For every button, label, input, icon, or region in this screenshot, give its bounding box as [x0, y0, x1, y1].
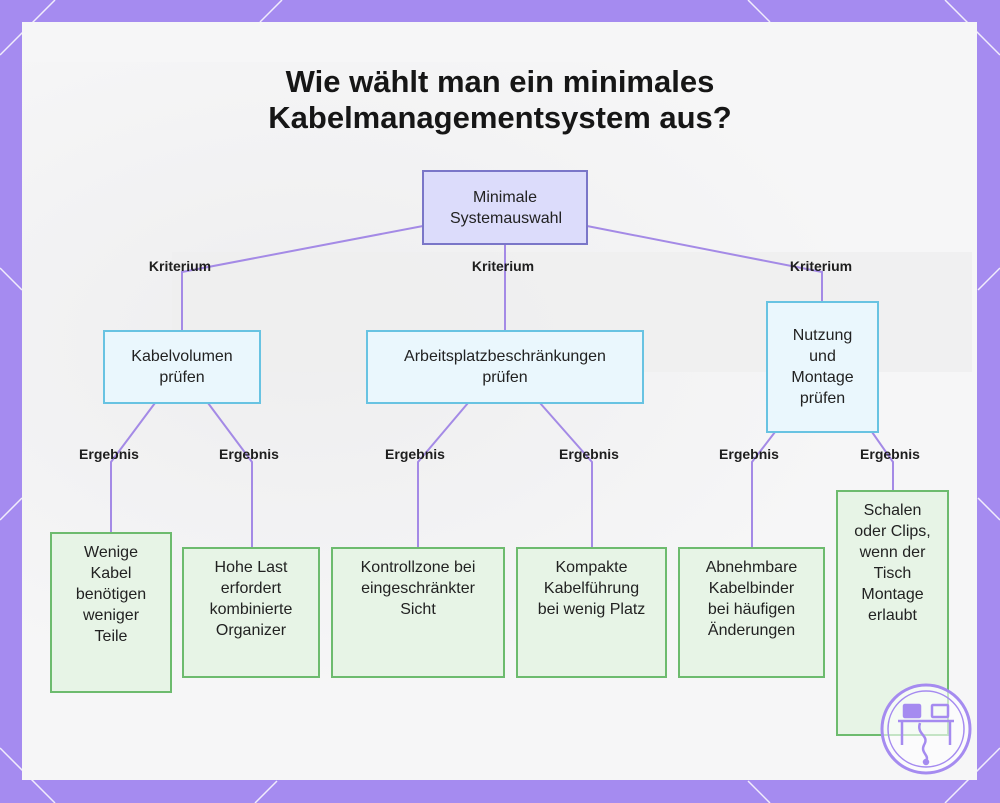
- edge-criterion-1-result-2: [207, 402, 253, 548]
- criterion-label: Arbeitsplatzbeschränkungen prüfen: [404, 348, 606, 386]
- edge-label-result-5: Ergebnis: [719, 446, 779, 462]
- edge-label-result-3: Ergebnis: [385, 446, 445, 462]
- edge-criterion-2-result-4: [539, 402, 593, 548]
- result-node-few-cables: Wenige Kabel benötigen weniger Teile: [50, 532, 172, 693]
- result-node-high-load: Hohe Last erfordert kombinierte Organize…: [182, 547, 320, 678]
- edge-root-criterion-1: [181, 225, 424, 331]
- edge-criterion-1-result-1: [110, 402, 156, 533]
- result-label: Wenige Kabel benötigen weniger Teile: [75, 544, 147, 645]
- criterion-node-usage-mounting: Nutzung und Montage prüfen: [766, 301, 879, 433]
- edge-label-criterion-3: Kriterium: [789, 258, 853, 274]
- criterion-node-workspace-limits: Arbeitsplatzbeschränkungen prüfen: [366, 330, 644, 404]
- edge-label-result-2: Ergebnis: [219, 446, 279, 462]
- edge-criterion-3-result-6: [871, 431, 894, 491]
- result-label: Abnehmbare Kabelbinder bei häufigen Ände…: [705, 559, 798, 639]
- desk-workspace-icon: [880, 683, 972, 775]
- edge-label-result-1: Ergebnis: [79, 446, 139, 462]
- root-node-label: Minimale Systemauswahl: [450, 188, 563, 227]
- criterion-label: Kabelvolumen prüfen: [131, 348, 233, 386]
- edge-label-result-6: Ergebnis: [860, 446, 920, 462]
- criterion-label: Nutzung und Montage prüfen: [791, 327, 854, 407]
- page-title: Wie wählt man ein minimales Kabelmanagem…: [0, 64, 1000, 136]
- result-node-compact-routing: Kompakte Kabelführung bei wenig Platz: [516, 547, 667, 678]
- result-node-control-zone: Kontrollzone bei eingeschränkter Sicht: [331, 547, 505, 678]
- result-label: Schalen oder Clips, wenn der Tisch Monta…: [854, 502, 931, 624]
- edge-criterion-3-result-5: [751, 431, 776, 548]
- result-label: Hohe Last erfordert kombinierte Organize…: [209, 559, 293, 639]
- result-label: Kompakte Kabelführung bei wenig Platz: [537, 559, 646, 618]
- title-line-2: Kabelmanagementsystem aus?: [268, 100, 732, 135]
- edge-label-criterion-1: Kriterium: [148, 258, 212, 274]
- result-node-removable-ties: Abnehmbare Kabelbinder bei häufigen Ände…: [678, 547, 825, 678]
- result-label: Kontrollzone bei eingeschränkter Sicht: [360, 559, 476, 618]
- criterion-node-cable-volume: Kabelvolumen prüfen: [103, 330, 261, 404]
- root-node: Minimale Systemauswahl: [422, 170, 588, 245]
- edge-criterion-2-result-3: [417, 402, 469, 548]
- edge-label-result-4: Ergebnis: [559, 446, 619, 462]
- title-line-1: Wie wählt man ein minimales: [285, 64, 715, 99]
- edge-root-criterion-3: [586, 225, 823, 302]
- edge-label-criterion-2: Kriterium: [471, 258, 535, 274]
